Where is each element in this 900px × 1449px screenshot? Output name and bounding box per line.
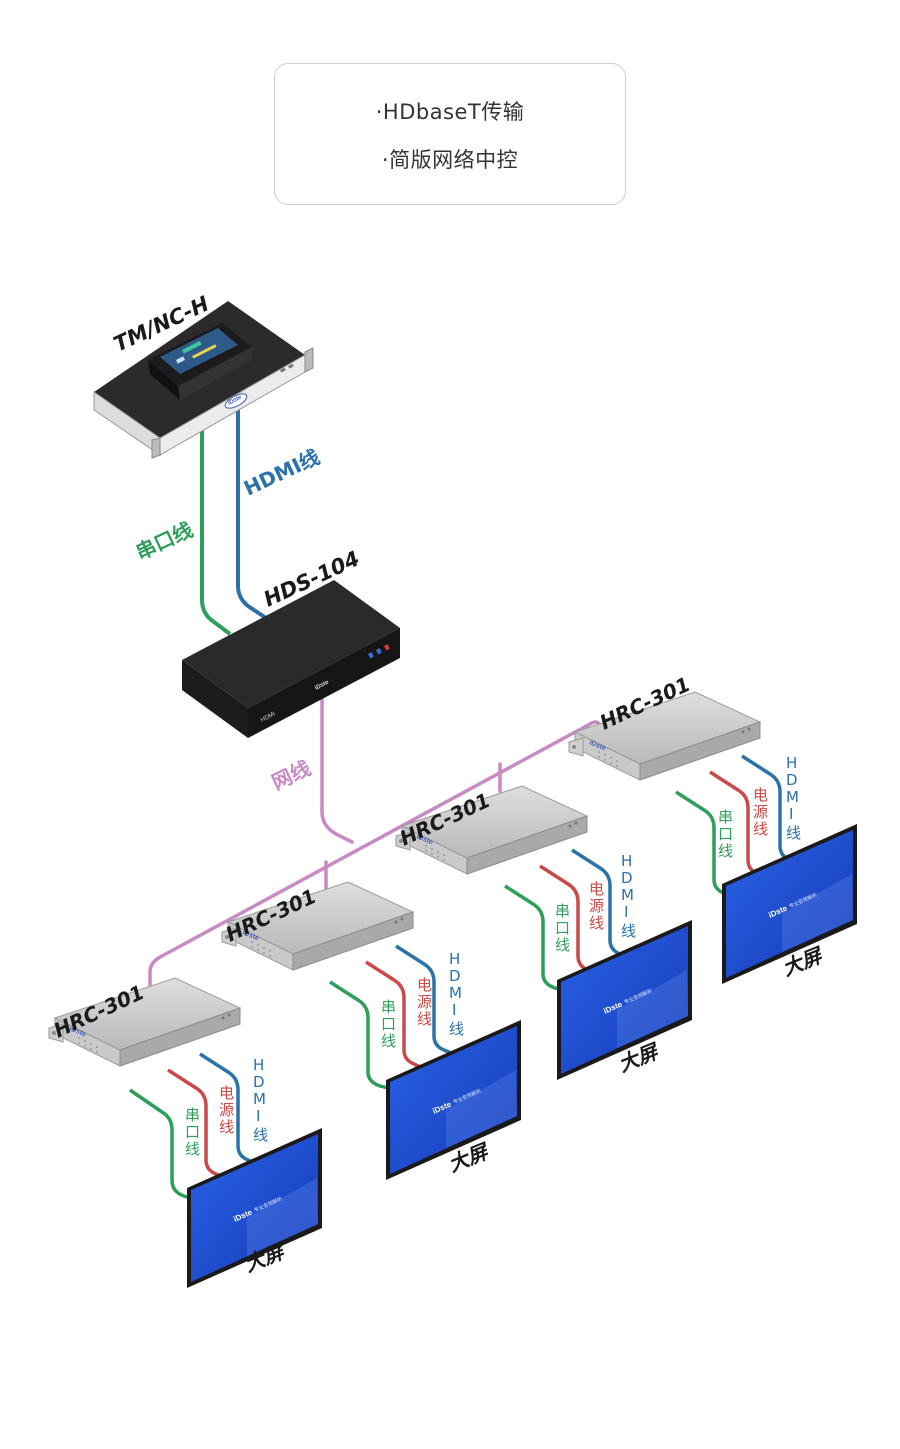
vlabel: D: [253, 1073, 265, 1091]
vlabel: D: [621, 869, 633, 887]
switch-device: HDMI iDste: [182, 580, 400, 738]
vlabel: D: [786, 771, 798, 789]
vlabel: 线: [417, 1010, 432, 1028]
vlabel: I: [624, 903, 628, 921]
vlabel: 口: [185, 1123, 200, 1141]
vlabel: 源: [219, 1101, 234, 1119]
vlabel: H: [253, 1056, 264, 1074]
vlabel: 源: [753, 803, 768, 821]
vlabel: 串: [718, 808, 733, 826]
receiver-cables: [129, 754, 805, 1202]
vlabel: D: [449, 967, 461, 985]
feature-box: ·HDbaseT传输 ·简版网络中控: [274, 63, 626, 205]
vlabel: 口: [718, 825, 733, 843]
vlabel: 线: [253, 1126, 268, 1144]
vlabel: 电: [589, 880, 604, 898]
switch-box-icon: HDMI iDste: [182, 580, 400, 738]
vlabel: M: [621, 886, 634, 904]
vlabel: 线: [381, 1032, 396, 1050]
vlabel: M: [449, 984, 462, 1002]
feature-network-control: ·简版网络中控: [381, 148, 519, 172]
feature-hdbaset: ·HDbaseT传输: [375, 100, 525, 124]
network-cable-label: 网线: [268, 756, 314, 795]
serial-cable: [200, 428, 232, 636]
vertical-labels-2: 串 口 线 电 源 线 H D M I 线: [381, 950, 464, 1050]
vlabel: 线: [718, 842, 733, 860]
vlabel: 源: [589, 897, 604, 915]
vlabel: 源: [417, 993, 432, 1011]
vlabel: 线: [621, 922, 636, 940]
vlabel: I: [452, 1001, 456, 1019]
vlabel: M: [253, 1090, 266, 1108]
vlabel: 线: [786, 824, 801, 842]
vlabel: 线: [589, 914, 604, 932]
vertical-labels-1: 串 口 线 电 源 线 H D M I 线: [185, 1056, 268, 1158]
touch-panel-icon: [148, 323, 252, 400]
vlabel: 电: [753, 786, 768, 804]
vlabel: 电: [417, 976, 432, 994]
vlabel: 串: [185, 1106, 200, 1124]
controller-device: iDste: [93, 301, 314, 459]
vlabel: 口: [555, 919, 570, 937]
vlabel: M: [786, 788, 799, 806]
vlabel: 串: [381, 998, 396, 1016]
vertical-labels-3: 串 口 线 电 源 线 H D M I 线: [555, 852, 636, 954]
vlabel: H: [786, 754, 797, 772]
vertical-labels-4: 串 口 线 电 源 线 H D M I 线: [718, 754, 801, 860]
vlabel: 线: [555, 936, 570, 954]
hdmi-cable-label: HDMI线: [240, 445, 323, 501]
vlabel: 线: [185, 1140, 200, 1158]
vlabel: 线: [753, 820, 768, 838]
hdmi-cable: [236, 410, 268, 620]
vlabel: H: [621, 852, 632, 870]
vlabel: 线: [219, 1118, 234, 1136]
serial-cable-label: 串口线: [132, 517, 197, 564]
vlabel: I: [256, 1107, 260, 1125]
vlabel: 电: [219, 1084, 234, 1102]
vlabel: 串: [555, 902, 570, 920]
vlabel: 口: [381, 1015, 396, 1033]
vlabel: I: [789, 805, 793, 823]
vlabel: H: [449, 950, 460, 968]
vlabel: 线: [449, 1020, 464, 1038]
